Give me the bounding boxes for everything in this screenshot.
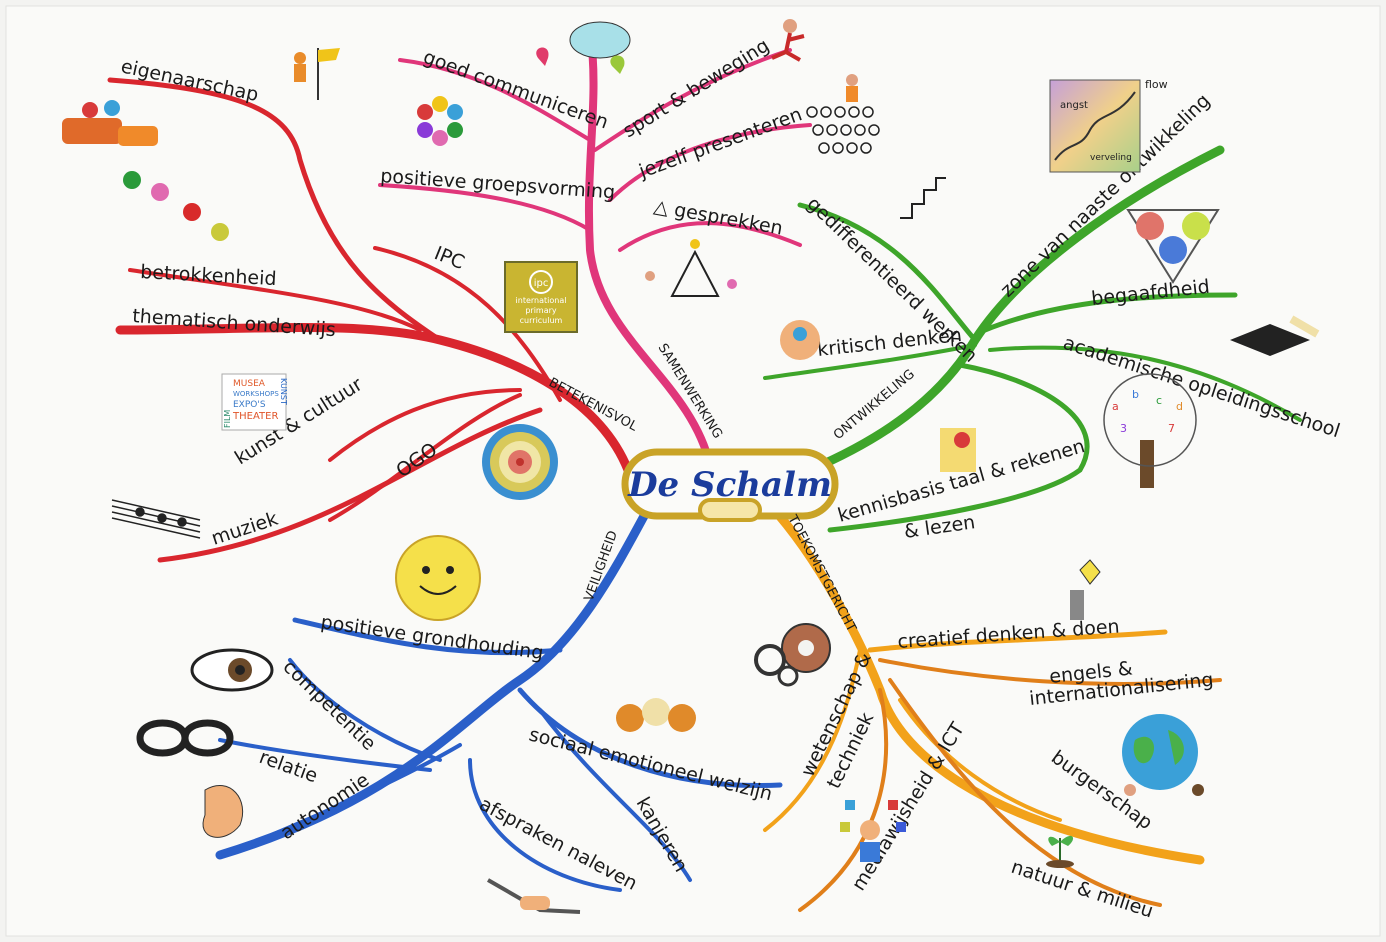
flow-chart-image: flow angst verveling (1049, 78, 1168, 173)
ipc-logo-line: primary (525, 306, 557, 315)
flow-label: flow (1145, 78, 1168, 91)
ipc-logo: ipc international primary curriculum (504, 261, 578, 333)
svg-text:3: 3 (1120, 422, 1127, 435)
culture-word: MUSEA (233, 379, 266, 389)
culture-word: KUNST (279, 378, 288, 405)
pink-main-line (584, 26, 714, 469)
ipc-logo-text: ipc (534, 278, 549, 289)
branch-betekenisvol (107, 77, 633, 563)
svg-text:c: c (1156, 394, 1162, 407)
globe-children-icon (1122, 714, 1204, 796)
thinking-head-icon (780, 320, 820, 360)
green-main-line (805, 145, 1225, 475)
ipc-logo-line: international (516, 296, 567, 305)
audience-icon (806, 106, 880, 154)
muscle-arm-icon (202, 784, 244, 838)
smiling-sun-icon (395, 535, 481, 621)
letter-tree-icon: ab c d 3 7 (1103, 373, 1197, 488)
group-circle-icon (417, 96, 463, 146)
graduation-cap-icon (1230, 315, 1320, 356)
lightbulb-person-icon (1070, 559, 1101, 620)
branch-samenwerking (378, 26, 812, 469)
stairs-icon (900, 177, 946, 219)
media-child-icon (840, 800, 906, 862)
flow-label: verveling (1090, 153, 1132, 163)
people-cart-icon (62, 100, 229, 241)
presenter-icon (846, 74, 858, 102)
orange-main-line (765, 500, 1205, 865)
center-title: De Schalm (627, 465, 832, 505)
ipc-logo-line: curriculum (520, 316, 563, 325)
branch-veiligheid (215, 500, 783, 892)
branch-ontwikkeling (763, 145, 1302, 533)
culture-word: FILM (223, 410, 232, 428)
target-icon (482, 424, 558, 500)
animal-masks-icon (616, 698, 696, 732)
sprout-icon (1046, 835, 1074, 868)
svg-text:a: a (1112, 400, 1119, 413)
running-person-icon (771, 19, 805, 62)
gears-icon (754, 623, 831, 687)
flag-person-icon (294, 48, 340, 100)
triangle-circles-icon (1126, 209, 1220, 284)
triangle-conversation-icon (645, 239, 737, 297)
svg-text:b: b (1132, 388, 1139, 401)
flow-label: angst (1060, 100, 1088, 111)
branch-toekomstgericht (763, 500, 1222, 912)
svg-text:7: 7 (1168, 422, 1175, 435)
communication-hearts-icon (536, 21, 631, 74)
svg-text:d: d (1176, 400, 1183, 413)
eye-icon (190, 648, 274, 692)
culture-word: THEATER (232, 411, 278, 422)
culture-sign-icon: MUSEA WORKSHOPS EXPO'S THEATER FILM KUNS… (221, 373, 288, 431)
culture-word: WORKSHOPS (233, 390, 279, 398)
music-notes-icon (111, 499, 201, 539)
central-chain: De Schalm (621, 448, 839, 522)
reading-child-icon (940, 428, 976, 472)
culture-word: EXPO'S (233, 400, 266, 410)
infinity-icon (136, 719, 234, 757)
handshake-icon (487, 878, 581, 914)
